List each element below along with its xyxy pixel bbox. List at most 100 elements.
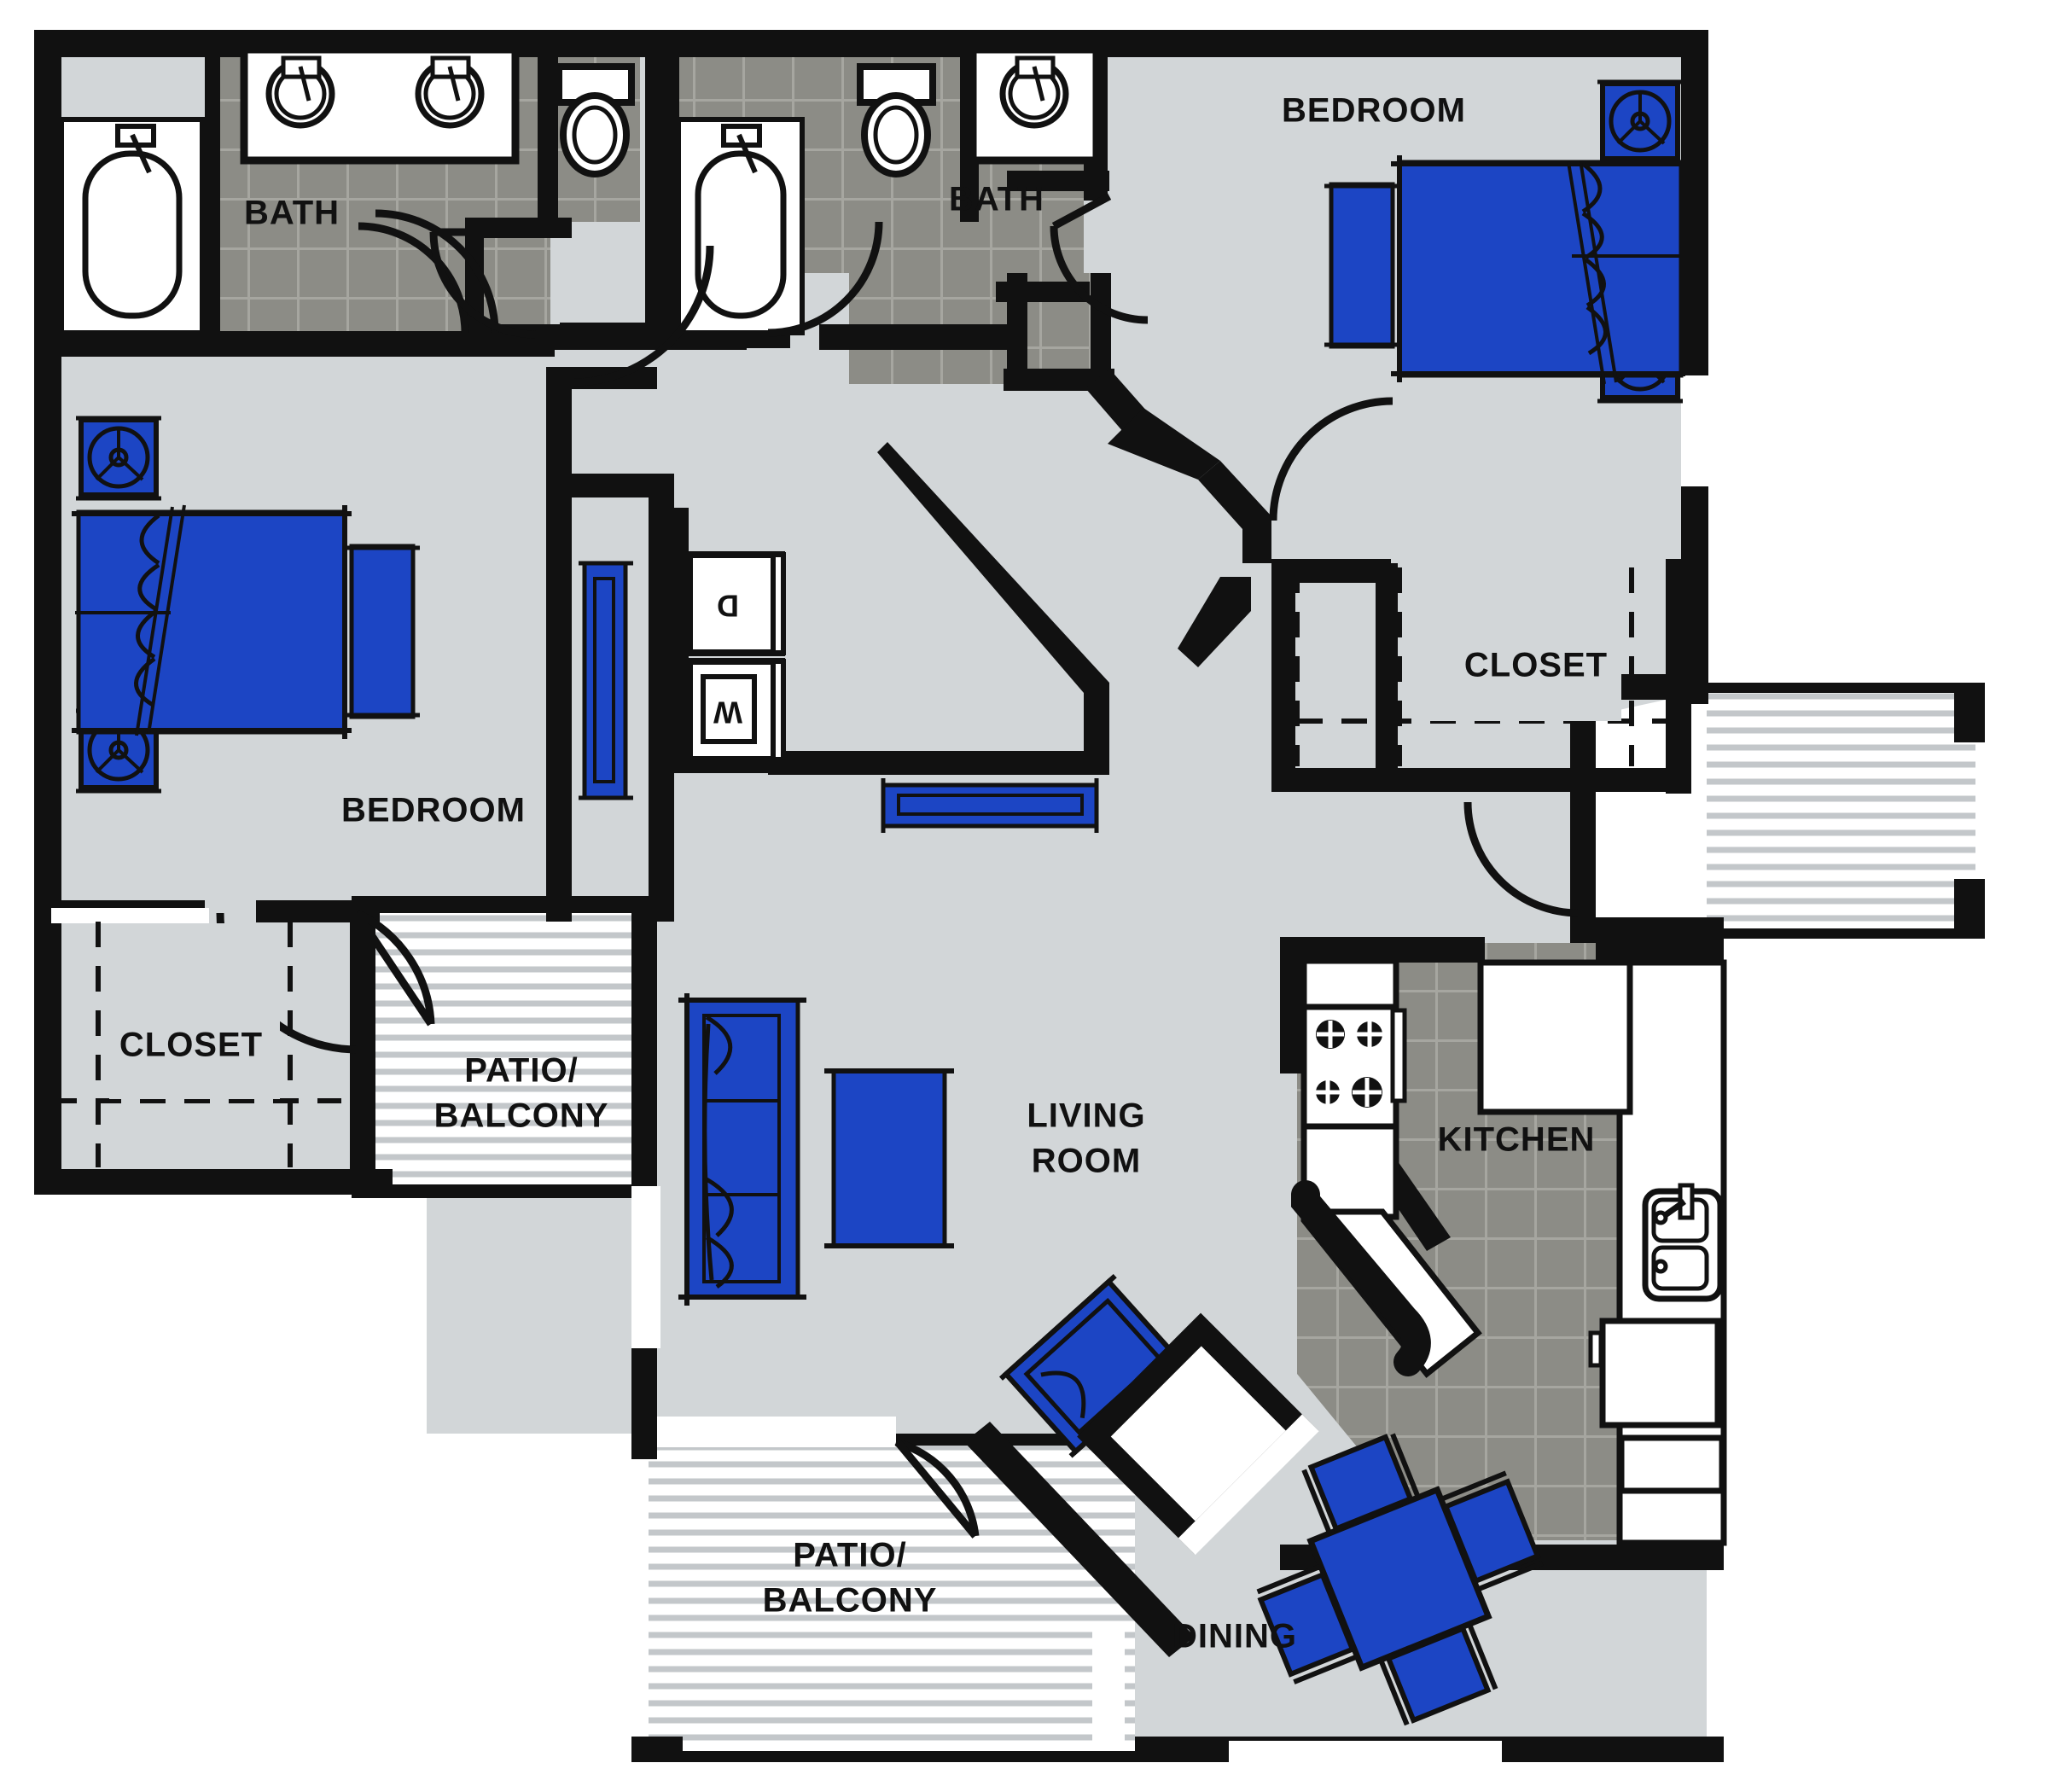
door-bath-right-leaf: [1051, 193, 1112, 230]
label-patio-bottom-1: PATIO/: [793, 1537, 906, 1574]
openings: [51, 375, 1710, 1763]
dryer-door: [771, 552, 786, 655]
door-bath-right-b: [1050, 225, 1149, 324]
label-washer: W: [713, 695, 742, 730]
slider-living-patio: [657, 1417, 896, 1447]
closet-left-opening: [51, 908, 209, 923]
door-bath-left-swing: [375, 209, 499, 334]
door-patio-bottom: [1092, 1621, 1125, 1749]
kitchen-faucet-spout: [1661, 1199, 1687, 1219]
bedroom-left-furniture: [72, 416, 420, 794]
bath-right-nook-tile: [1007, 299, 1109, 367]
appliance-labels: D W: [713, 588, 742, 730]
entry-door-panel: [1178, 1414, 1319, 1556]
label-bath-right: BATH: [949, 181, 1044, 218]
dresser-left: [349, 544, 416, 719]
patio-right-deck: [1707, 687, 1975, 934]
kitchen-counter-diagonal-edge: [1291, 1180, 1431, 1376]
entry-foyer: [1077, 1312, 1319, 1556]
sofa-cushion-1: [705, 1015, 733, 1075]
door-patio-right: [1463, 801, 1580, 917]
label-closet-right: CLOSET: [1464, 647, 1608, 684]
patio-bottom-deck: [649, 1434, 1135, 1762]
label-patio-left-2: BALCONY: [434, 1097, 609, 1135]
door-patio-bottom-leaf: [894, 1440, 979, 1539]
door-bath-right: [767, 221, 883, 337]
window-living-left: [631, 1186, 660, 1348]
pillow-right-3: [1584, 257, 1606, 308]
label-dryer: D: [717, 588, 739, 623]
bathtub-right-basin: [695, 150, 787, 319]
sofa-cushion-3: [705, 1235, 734, 1289]
refrigerator: [1477, 959, 1633, 1115]
console-hall-inner: [593, 577, 615, 783]
kitchen-sink-basin-2: [1651, 1245, 1709, 1291]
bathtub-left-spout: [130, 133, 152, 174]
toilet-right-seat: [873, 105, 919, 165]
faucet-right-spout: [1032, 66, 1045, 102]
dining-chair-3: [1257, 1571, 1356, 1678]
pillow-left-1: [139, 514, 160, 566]
label-living-room-2: ROOM: [1032, 1143, 1141, 1180]
door-patio-bottom-arc: [894, 1438, 980, 1537]
console-living: [881, 783, 1099, 829]
label-bedroom-right: BEDROOM: [1282, 92, 1466, 130]
bed-right-mattress: [1397, 160, 1684, 378]
dishwasher: [1599, 1318, 1721, 1428]
entry-closet-interior: [1110, 1346, 1286, 1521]
door-patio-left-leaf: [353, 911, 434, 1027]
label-patio-left-1: PATIO/: [464, 1052, 578, 1090]
bed-left-mattress: [76, 509, 347, 735]
dishwasher-handle: [1588, 1330, 1603, 1368]
faucet-left-2-spout: [447, 66, 461, 102]
bed-right-fold-1: [1567, 161, 1606, 385]
door-bedroom-left: [573, 245, 714, 387]
door-swings: [216, 193, 1580, 1539]
label-dining: DINING: [1172, 1618, 1297, 1655]
label-bath-left: BATH: [244, 195, 340, 232]
bathtub-right-spout: [736, 133, 758, 174]
laundry-appliances: [686, 551, 786, 763]
range-handle: [1390, 1008, 1407, 1103]
dining-chair-4: [1442, 1478, 1541, 1585]
sofa-back-line: [702, 1023, 714, 1281]
door-closet-right: [1269, 397, 1393, 521]
dining-chair-1: [1307, 1434, 1414, 1533]
lamp-right-top-spokes: [1616, 92, 1666, 145]
room-labels: BATH BATH BEDROOM BEDROOM CLOSET CLOSET …: [119, 92, 1608, 1655]
sink-drain-2: [1653, 1259, 1668, 1274]
label-patio-bottom-2: BALCONY: [763, 1582, 938, 1620]
kitchen-fixtures: [1291, 957, 1727, 1546]
bed-left-fold-1: [135, 506, 174, 736]
bed-left-fold-2: [147, 504, 186, 735]
dining-furniture: [1256, 1433, 1544, 1726]
toilet-left-seat: [572, 105, 618, 165]
coffee-table: [831, 1068, 947, 1248]
label-closet-left: CLOSET: [119, 1027, 263, 1064]
label-living-room-1: LIVING: [1027, 1097, 1145, 1135]
window-dining: [1229, 1741, 1502, 1763]
patio-decks: [352, 687, 1975, 1762]
hall-living-furniture: [579, 561, 1187, 1458]
label-bedroom-left: BEDROOM: [341, 792, 526, 829]
lamp-left-top-spokes: [95, 428, 144, 481]
sofa-cushion-2: [705, 1177, 734, 1237]
bath-right-fixtures: [676, 45, 1101, 335]
window-bedroom-right: [1681, 375, 1710, 486]
closet-right-interior: [1412, 567, 1621, 721]
washer-drum: [701, 674, 757, 744]
console-hall: [582, 561, 628, 800]
washer-door: [771, 659, 786, 762]
label-kitchen: KITCHEN: [1438, 1121, 1596, 1159]
door-patio-left-arc: [355, 909, 435, 1025]
kitchen-base-cabinet: [1618, 1434, 1725, 1494]
console-living-inner: [897, 794, 1084, 816]
kitchen-range-body: [1300, 1004, 1399, 1130]
faucet-left-1-spout: [298, 66, 311, 102]
armchair-cushion: [1040, 1370, 1086, 1419]
bed-right-fold-2: [1579, 160, 1618, 383]
closet-left-interior: [109, 923, 280, 1099]
dining-chair-2: [1385, 1625, 1492, 1724]
door-bath-left-arc2: [429, 231, 537, 339]
